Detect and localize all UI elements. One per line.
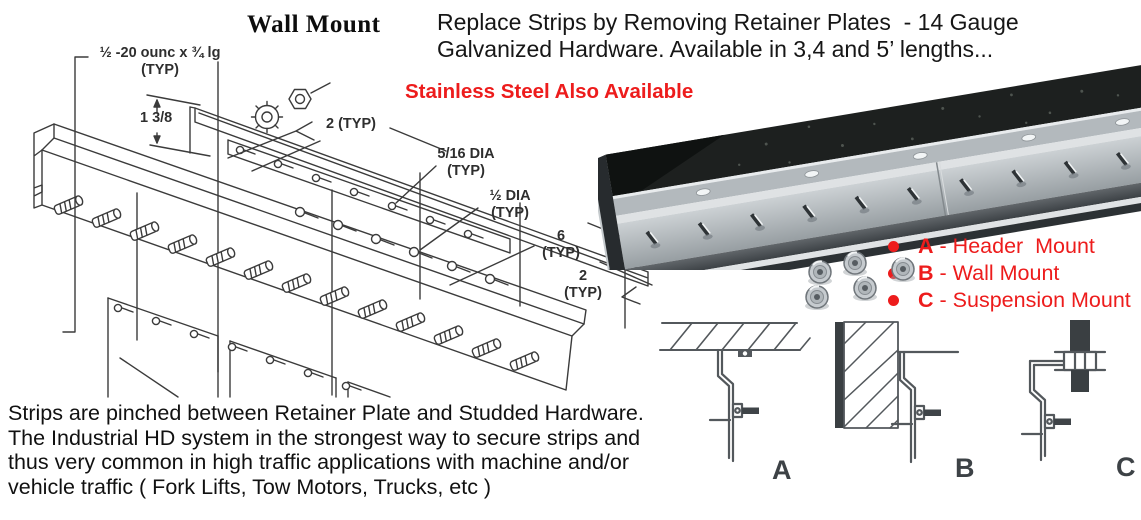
intro-text: Replace Strips by Removing Retainer Plat… — [437, 9, 1019, 62]
bullet-icon — [888, 240, 899, 252]
mount-letter: C — [918, 287, 934, 312]
suspension-mount-diagram — [1020, 320, 1107, 462]
lock-washer — [250, 100, 284, 134]
callout-half-dia: ½ DIA (TYP) — [489, 188, 531, 221]
callout-stud-spec: ½ -20 ounc x ¾ lg (TYP) — [99, 45, 221, 78]
mount-text: - Suspension Mount — [939, 287, 1131, 312]
rail-end-cap — [598, 154, 630, 270]
stainless-note: Stainless Steel Also Available — [405, 80, 694, 103]
callout-1-3-8: 1 3/8 — [140, 110, 173, 126]
callout-5-16-dia: 5/16 DIA (TYP) — [437, 146, 495, 179]
mount-style-diagrams — [659, 320, 1107, 464]
drawing-title: Wall Mount — [247, 11, 381, 38]
mount-item-suspension: C - Suspension Mount — [888, 287, 1131, 313]
rail-seam — [935, 162, 947, 216]
channel-rail — [33, 123, 587, 391]
bullet-icon — [888, 294, 899, 306]
diagram-label-b: B — [955, 453, 975, 483]
channel-end-shadow — [605, 134, 725, 197]
hex-nut — [288, 82, 331, 110]
photo-studs — [645, 151, 1131, 249]
mount-letter: B — [918, 260, 934, 285]
wall-mount-exploded-drawing — [33, 56, 653, 398]
wall-mount-diagram — [835, 321, 960, 464]
dimension-leaders — [62, 56, 653, 333]
diagram-label-a: A — [772, 455, 792, 485]
rivet-holes — [695, 118, 1130, 196]
hardware-photo — [598, 62, 1141, 270]
description-paragraph: Strips are pinched between Retainer Plat… — [8, 401, 644, 499]
mount-item-header: A - Header Mount — [888, 233, 1095, 259]
mount-text: - Header Mount — [939, 233, 1095, 258]
callout-6-typ: 6 (TYP) — [542, 228, 580, 261]
mount-text: - Wall Mount — [939, 260, 1060, 285]
diagram-label-c: C — [1116, 452, 1136, 482]
header-mount-diagram — [659, 322, 811, 463]
retainer-plate — [189, 106, 649, 287]
mount-letter: A — [918, 233, 934, 258]
callout-2-typ-right: 2 (TYP) — [564, 268, 602, 301]
callout-2-typ-top: 2 (TYP) — [326, 116, 376, 132]
strip-curtain — [107, 297, 391, 398]
